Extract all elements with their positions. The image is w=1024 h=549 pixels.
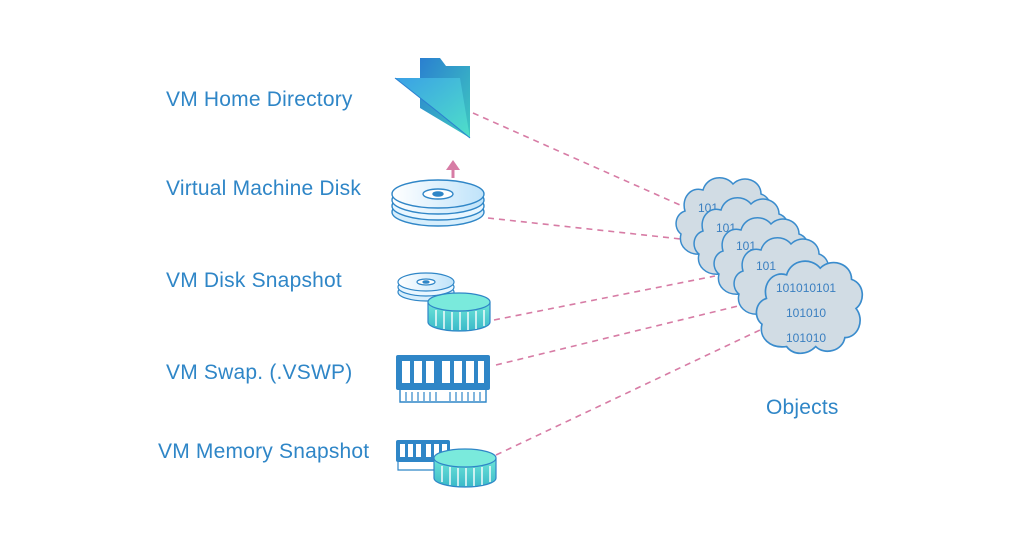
memory-snapshot-icon [396,440,497,488]
connector-swap [495,305,739,366]
cloud-front-line2: 101010 [786,306,826,320]
connector-memory [495,329,761,456]
memory-module-icon [396,355,490,403]
label-vm-swap: VM Swap. (.VSWP) [166,361,353,384]
label-vm-disk-snapshot: VM Disk Snapshot [166,269,342,292]
label-vm-memory-snapshot: VM Memory Snapshot [158,440,370,463]
cloud-front-line3: 101010 [786,331,826,345]
cloud-object-front: 101010101 101010 101010 [755,260,864,355]
cloud-text-4: 101 [756,259,776,273]
folder-icon [394,58,471,139]
connector-lines [472,112,761,456]
cloud-front-line1: 101010101 [776,281,836,295]
snapshot-icon [397,272,491,332]
disk-icon [391,179,485,227]
upload-arrow-icon [446,160,460,178]
cloud-objects-icon: 101 101 101 101 101010101 101010 101010 [675,176,864,355]
cloud-object-4: 101 [733,236,830,321]
label-virtual-machine-disk: Virtual Machine Disk [166,177,362,200]
connector-disk [487,217,691,241]
connector-snapshot [493,275,716,321]
label-vm-home-directory: VM Home Directory [166,88,353,111]
label-objects: Objects [766,396,839,419]
connector-home [472,112,681,206]
